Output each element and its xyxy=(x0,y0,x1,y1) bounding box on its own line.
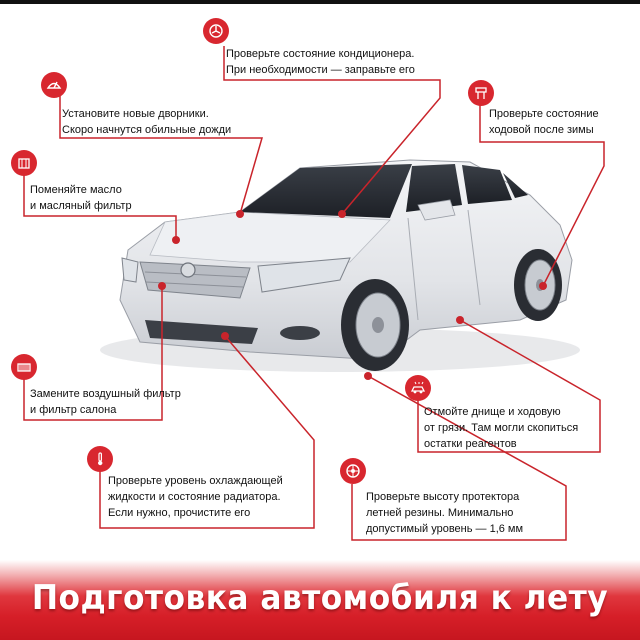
suspension-lift-icon xyxy=(468,80,494,106)
tip-wipers: Установите новые дворники. Скоро начнутс… xyxy=(62,108,232,136)
banner-title: Подготовка автомобиля к лету xyxy=(31,578,609,618)
tip-oil: Поменяйте масло и масляный фильтр xyxy=(30,184,132,212)
thermometer-icon xyxy=(87,446,113,472)
car-wash-icon xyxy=(405,375,431,401)
tip-ac: Проверьте состояние кондиционера. При не… xyxy=(226,48,415,76)
tip-tires: Проверьте высоту протектора летней резин… xyxy=(366,491,524,535)
oil-filter-icon xyxy=(11,150,37,176)
tip-coolant: Проверьте уровень охлаждающей жидкости и… xyxy=(108,475,283,519)
tip-underbody: Отмойте днище и ходовую от грязи. Там мо… xyxy=(424,406,579,450)
tip-suspension: Проверьте состояние ходовой после зимы xyxy=(489,108,599,136)
tip-air-filter: Замените воздушный фильтр и фильтр салон… xyxy=(30,388,181,416)
windshield-wiper-icon xyxy=(41,72,67,98)
air-filter-icon xyxy=(11,354,37,380)
wheel-icon xyxy=(340,458,366,484)
title-banner xyxy=(0,560,640,640)
top-border xyxy=(0,0,640,4)
fan-icon xyxy=(203,18,229,44)
